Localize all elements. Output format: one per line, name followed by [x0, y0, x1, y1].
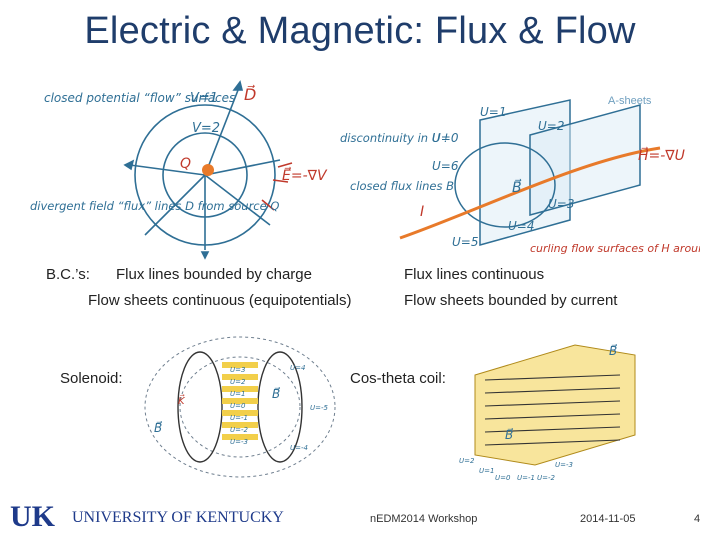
- left-line-2: Flow sheets continuous (equipotentials): [88, 292, 352, 309]
- uk-logo: UK: [10, 502, 70, 532]
- costheta-b-top: B⃗: [609, 344, 617, 358]
- d-vector-label: D⃗: [244, 84, 256, 104]
- flux-line: [204, 159, 281, 176]
- closed-flux-label: closed flux lines B: [350, 179, 454, 193]
- current-wire: [399, 146, 661, 240]
- left-line-1: Flux lines bounded by charge: [116, 266, 312, 283]
- costheta-um1: U=-1: [517, 474, 535, 482]
- solenoid-k-label: K⃗: [178, 394, 186, 407]
- magnetic-flux-sketch: A-sheets U=1 U=2 U=0 U=6 U=3 U=4 U=5 dis…: [340, 95, 700, 255]
- v1-label: V=1: [190, 91, 218, 106]
- university-name: UNIVERSITY OF KENTUCKY: [72, 509, 284, 526]
- solenoid-label-um3: U=-3: [230, 438, 248, 446]
- solenoid-b-right: B⃗: [272, 387, 280, 401]
- uk-logo-text: UK: [10, 500, 55, 533]
- footer-event: nEDM2014 Workshop: [370, 513, 478, 525]
- costheta-sketch: B⃗ B⃗ U=2 U=1 U=0 U=-1 U=-2 U=-3: [459, 344, 636, 482]
- solenoid-label-u3: U=3: [230, 366, 245, 374]
- charge-q-dot: [202, 164, 214, 176]
- u3-label: U=3: [548, 197, 574, 211]
- u0-label: U=0: [432, 131, 459, 145]
- slide-title: Electric & Magnetic: Flux & Flow: [84, 10, 636, 52]
- u1-label: U=1: [480, 105, 506, 119]
- solenoid-label-um4: U=-4: [290, 444, 308, 452]
- costheta-b-bottom: B⃗: [505, 428, 513, 442]
- u5-label: U=5: [452, 235, 478, 249]
- right-line-1: Flux lines continuous: [404, 266, 545, 283]
- v2-label: V=2: [192, 121, 220, 136]
- closed-flux-line: [454, 142, 556, 228]
- solenoid-label-u4: U=4: [290, 364, 305, 372]
- bc-label: B.C.’s:: [46, 266, 90, 283]
- costheta-u0: U=0: [495, 474, 511, 482]
- footer-date: 2014-11-05: [580, 513, 636, 525]
- q-label: Q: [180, 156, 191, 172]
- h-field-equation: H⃗=-∇U: [638, 146, 685, 164]
- costheta-label: Cos-theta coil:: [350, 370, 446, 387]
- solenoid-label-u1: U=1: [230, 390, 245, 398]
- flux-line: [204, 84, 241, 176]
- divergent-field-label: divergent field “flux” lines D from sour…: [30, 199, 279, 213]
- flux-line: [129, 164, 206, 176]
- solenoid-label: Solenoid:: [60, 370, 123, 387]
- closed-surfaces-label: closed potential “flow” surfaces: [44, 91, 235, 105]
- u6-label: U=6: [432, 159, 459, 173]
- costheta-u1: U=1: [479, 467, 494, 475]
- solenoid-sketch: U=3 U=2 U=1 U=0 U=-1 U=-2 U=-3 U=4 U=-5 …: [144, 336, 336, 478]
- a-sheets-label: A-sheets: [608, 95, 652, 107]
- current-i-label: I: [420, 204, 424, 220]
- costheta-um3: U=-3: [555, 461, 573, 469]
- curling-label: curling flow surfaces of H around source…: [530, 242, 700, 255]
- flux-line: [204, 174, 271, 226]
- solenoid-label-u2: U=2: [230, 378, 246, 386]
- solenoid-label-um1: U=-1: [230, 414, 248, 422]
- costheta-u2: U=2: [459, 457, 475, 465]
- electric-flux-sketch: closed potential “flow” surfaces V=1 V=2…: [30, 80, 328, 260]
- u2-label: U=2: [538, 119, 564, 133]
- costheta-um2: U=-2: [537, 474, 556, 482]
- solenoid-label-um2: U=-2: [230, 426, 249, 434]
- solenoid-label-um5: U=-5: [310, 404, 329, 412]
- discontinuity-label: discontinuity in U !: [340, 131, 448, 145]
- right-line-2: Flow sheets bounded by current: [404, 292, 618, 309]
- u4-label: U=4: [508, 219, 534, 233]
- solenoid-b-left: B⃗: [154, 421, 162, 435]
- page-number: 4: [694, 513, 701, 525]
- e-field-equation: E⃗=-∇V: [282, 166, 328, 184]
- solenoid-label-u0: U=0: [230, 402, 246, 410]
- b-vector-label: B⃗: [512, 178, 522, 196]
- flux-line: [144, 174, 206, 236]
